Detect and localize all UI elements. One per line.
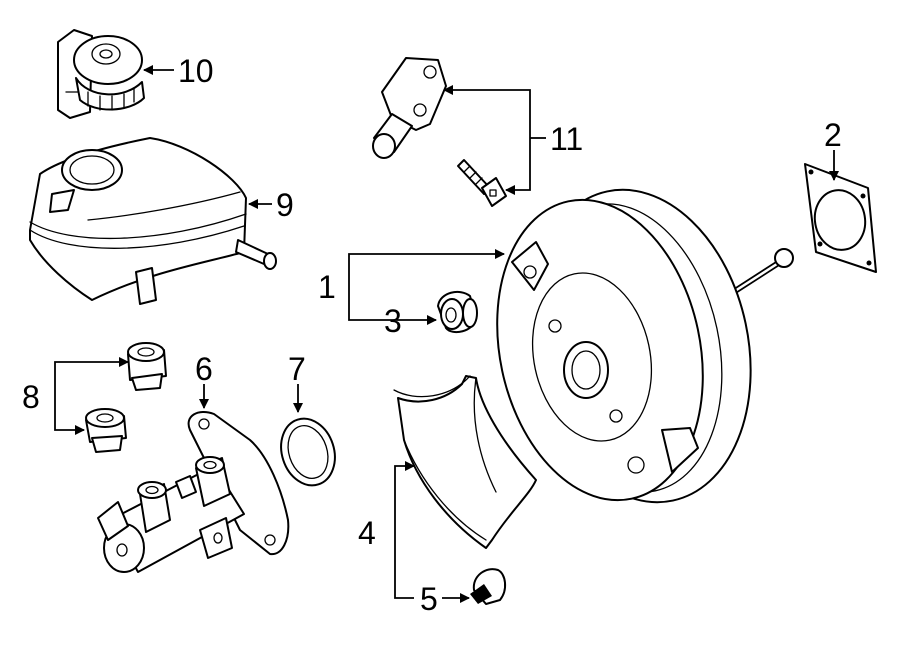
callout-10: 10: [178, 53, 214, 89]
callout-2: 2: [824, 117, 842, 153]
o-ring-seal: [280, 417, 336, 487]
mounting-bolt: [457, 159, 507, 207]
callout-11: 11: [550, 121, 583, 157]
callout-5: 5: [420, 581, 438, 617]
grommet: [437, 290, 478, 334]
reservoir-grommet-lower: [85, 408, 127, 453]
callout-3: 3: [384, 303, 402, 339]
callout-6: 6: [195, 351, 213, 387]
callout-4: 4: [358, 515, 376, 551]
brake-booster: [496, 188, 794, 504]
heat-shield: [393, 375, 537, 549]
callout-9: 9: [276, 187, 294, 223]
reservoir-cap: [57, 29, 145, 119]
booster-gasket: [804, 163, 877, 273]
leader-lines: [54, 65, 839, 603]
pressure-sensor: [372, 57, 447, 159]
retainer-clip: [470, 568, 506, 605]
fluid-reservoir: [29, 137, 277, 305]
reservoir-grommet-upper: [127, 342, 167, 391]
callout-1: 1: [318, 269, 336, 305]
master-cylinder: [97, 411, 290, 573]
callout-8: 8: [22, 379, 40, 415]
callout-7: 7: [288, 351, 306, 387]
callout-labels: 1 2 3 4 5 6 7 8 9 10 11: [22, 53, 842, 617]
